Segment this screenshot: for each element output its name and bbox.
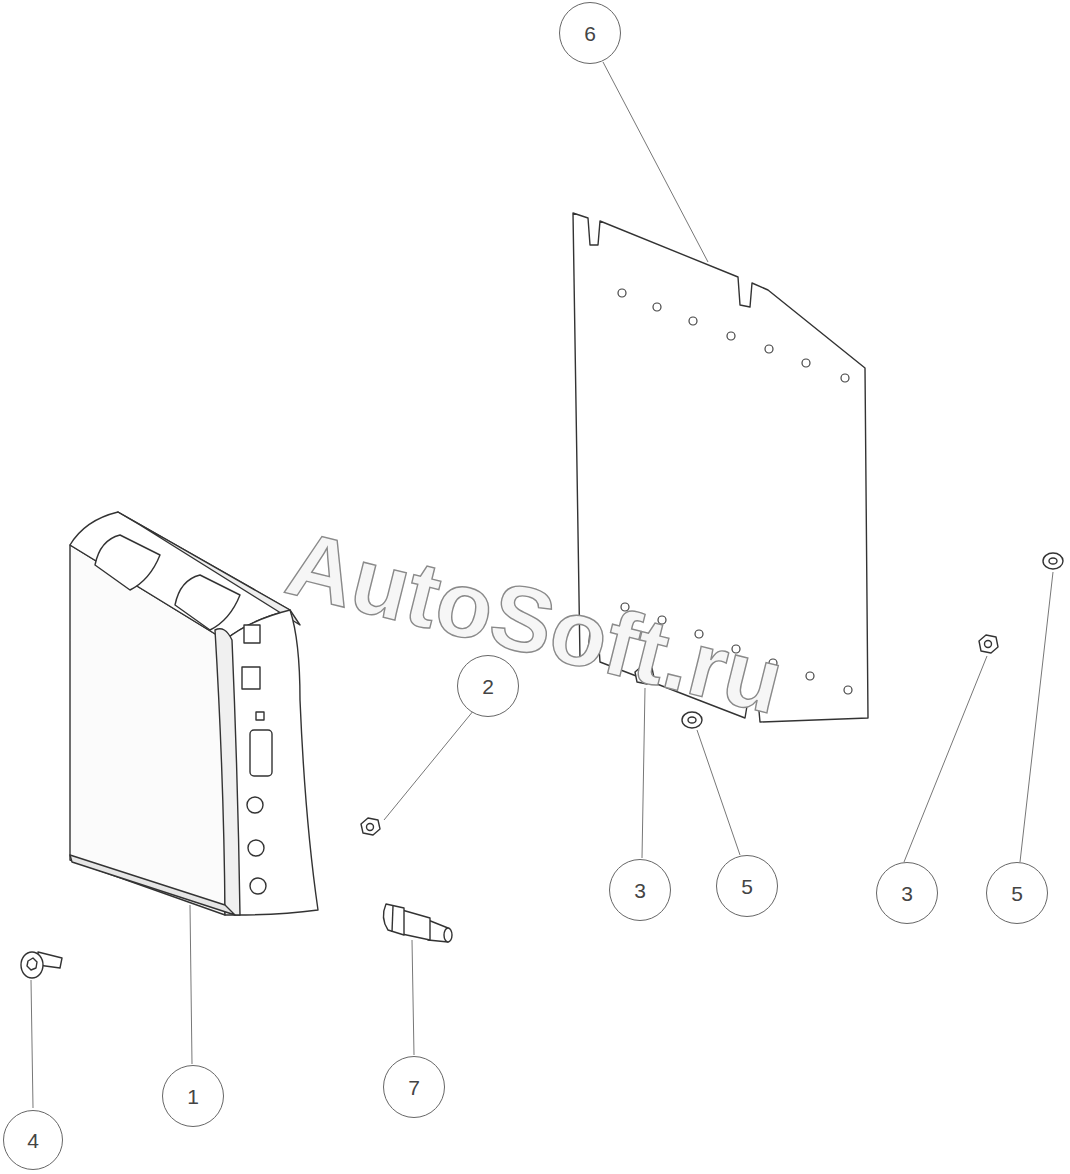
callout-circle: 3: [609, 859, 671, 921]
callout-circle: 6: [559, 2, 621, 64]
callout-number: 6: [584, 23, 596, 44]
callout-circle: 7: [383, 1056, 445, 1118]
callout-number: 3: [634, 880, 646, 901]
washer: [1043, 553, 1063, 569]
callout-number: 4: [27, 1130, 39, 1151]
callout-circle: 5: [716, 855, 778, 917]
callout-number: 5: [741, 876, 753, 897]
callout-circle: 3: [876, 862, 938, 924]
callout-number: 5: [1011, 883, 1023, 904]
hex-nut: [979, 635, 998, 653]
leader-lines: [31, 62, 1053, 1108]
callout-circle: 5: [986, 862, 1048, 924]
callout-circle: 4: [3, 1110, 63, 1170]
callout-number: 2: [482, 676, 494, 697]
callout-number: 1: [187, 1086, 199, 1107]
callout-number: 3: [901, 883, 913, 904]
hex-nut: [361, 818, 380, 835]
callout-number: 7: [408, 1077, 420, 1098]
control-unit: [70, 512, 318, 915]
fitting: [383, 904, 452, 942]
callout-circle: 1: [162, 1065, 224, 1127]
bolt: [21, 952, 62, 978]
